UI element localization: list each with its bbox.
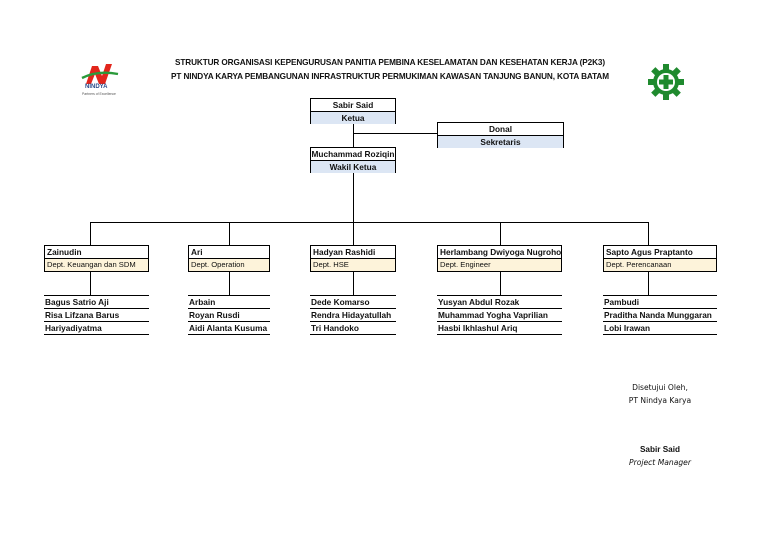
connector-drop-4 [500, 222, 501, 245]
connector-member-1 [90, 271, 91, 295]
k3-gear-cross-icon [648, 64, 684, 100]
connector-wakil-down [353, 172, 354, 223]
logo-tagline: Partners of Excellence [82, 92, 116, 96]
connector-sekretaris [353, 133, 437, 134]
signatory-title: Project Manager [629, 458, 691, 467]
chart-title-line2: PT NINDYA KARYA PEMBANGUNAN INFRASTRUKTU… [171, 72, 609, 81]
connector-drop-1 [90, 222, 91, 245]
k3-safety-logo [646, 62, 686, 102]
connector-member-3 [353, 271, 354, 295]
dept-box-perencanaan: Sapto Agus Praptanto Dept. Perencanaan [603, 245, 717, 272]
list-item: Pambudi [603, 295, 717, 309]
list-item: Hasbi Ikhlashul Ariq [437, 322, 562, 335]
sekretaris-role: Sekretaris [438, 135, 563, 148]
list-item: Yusyan Abdul Rozak [437, 295, 562, 309]
members-perencanaan: Pambudi Praditha Nanda Munggaran Lobi Ir… [603, 295, 717, 335]
connector-member-5 [648, 271, 649, 295]
members-keuangan: Bagus Satrio Aji Risa Lifzana Barus Hari… [44, 295, 149, 335]
list-item: Praditha Nanda Munggaran [603, 309, 717, 322]
dept-head-name: Zainudin [47, 247, 82, 257]
list-item: Dede Komarso [310, 295, 396, 309]
dept-head-name: Herlambang Dwiyoga Nugroho [440, 247, 561, 257]
approval-company: PT Nindya Karya [628, 396, 692, 405]
sekretaris-name: Donal [488, 124, 513, 134]
ketua-name: Sabir Said [332, 100, 374, 110]
wakil-ketua-role: Wakil Ketua [311, 160, 395, 173]
list-item: Arbain [188, 295, 270, 309]
dept-head-name: Ari [191, 247, 203, 257]
approval-label: Disetujui Oleh, [632, 383, 688, 392]
dept-head-name: Hadyan Rashidi [313, 247, 376, 257]
list-item: Tri Handoko [310, 322, 396, 335]
dept-name: Dept. Operation [189, 258, 269, 271]
dept-head-name: Sapto Agus Praptanto [606, 247, 693, 257]
members-hse: Dede Komarso Rendra Hidayatullah Tri Han… [310, 295, 396, 335]
dept-box-engineer: Herlambang Dwiyoga Nugroho Dept. Enginee… [437, 245, 562, 272]
list-item: Bagus Satrio Aji [44, 295, 149, 309]
dept-name: Dept. Keuangan dan SDM [45, 258, 148, 271]
list-item: Hariyadiyatma [44, 322, 149, 335]
dept-name: Dept. Engineer [438, 258, 561, 271]
wakil-ketua-name: Muchammad Roziqin [311, 149, 395, 159]
ketua-box: Sabir Said Ketua [310, 98, 396, 124]
list-item: Lobi Irawan [603, 322, 717, 335]
list-item: Rendra Hidayatullah [310, 309, 396, 322]
ketua-role: Ketua [311, 111, 395, 124]
dept-box-operation: Ari Dept. Operation [188, 245, 270, 272]
logo-wordmark: NINDYA [85, 84, 108, 90]
dept-name: Dept. HSE [311, 258, 395, 271]
connector-drop-3 [353, 222, 354, 245]
members-engineer: Yusyan Abdul Rozak Muhammad Yogha Vapril… [437, 295, 562, 335]
chart-title-line1: STRUKTUR ORGANISASI KEPENGURUSAN PANITIA… [175, 58, 605, 67]
list-item: Muhammad Yogha Vaprilian [437, 309, 562, 322]
dept-box-hse: Hadyan Rashidi Dept. HSE [310, 245, 396, 272]
dept-name: Dept. Perencanaan [604, 258, 716, 271]
nindya-n-icon [81, 64, 119, 84]
sekretaris-box: Donal Sekretaris [437, 122, 564, 148]
connector-member-4 [500, 271, 501, 295]
list-item: Risa Lifzana Barus [44, 309, 149, 322]
connector-ketua-down [353, 123, 354, 147]
signatory-name: Sabir Said [639, 445, 681, 454]
list-item: Aidi Alanta Kusuma [188, 322, 270, 335]
members-operation: Arbain Royan Rusdi Aidi Alanta Kusuma [188, 295, 270, 335]
connector-member-2 [229, 271, 230, 295]
wakil-ketua-box: Muchammad Roziqin Wakil Ketua [310, 147, 396, 173]
connector-drop-2 [229, 222, 230, 245]
connector-drop-5 [648, 222, 649, 245]
list-item: Royan Rusdi [188, 309, 270, 322]
connector-horizontal-bus [90, 222, 648, 223]
dept-box-keuangan: Zainudin Dept. Keuangan dan SDM [44, 245, 149, 272]
nindya-logo: NINDYA Partners of Excellence [78, 58, 124, 100]
